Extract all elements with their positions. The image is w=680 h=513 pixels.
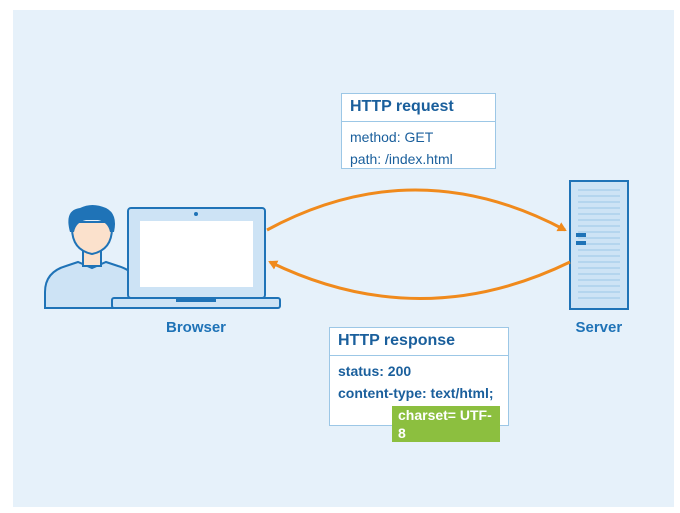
server-icon [569,180,629,310]
charset-highlight: charset= UTF-8 [392,406,500,442]
server-label: Server [575,319,623,336]
request-method: method: GET [350,129,434,145]
server-vent-lines [578,189,620,299]
response-content-type: content-type: text/html; [338,385,494,401]
browser-label: Browser [166,319,227,336]
laptop-icon [111,207,281,309]
user-icon [44,205,140,309]
response-arrow [268,260,571,300]
response-status: status: 200 [338,363,412,379]
request-path: path: /index.html [350,151,453,167]
http-request-title: HTTP request [342,94,495,122]
http-response-box: HTTP response status: 200 content-type: … [329,327,509,442]
http-request-box: HTTP request method: GET path: /index.ht… [341,93,496,169]
http-response-title: HTTP response [330,328,508,356]
request-arrow [266,188,567,232]
